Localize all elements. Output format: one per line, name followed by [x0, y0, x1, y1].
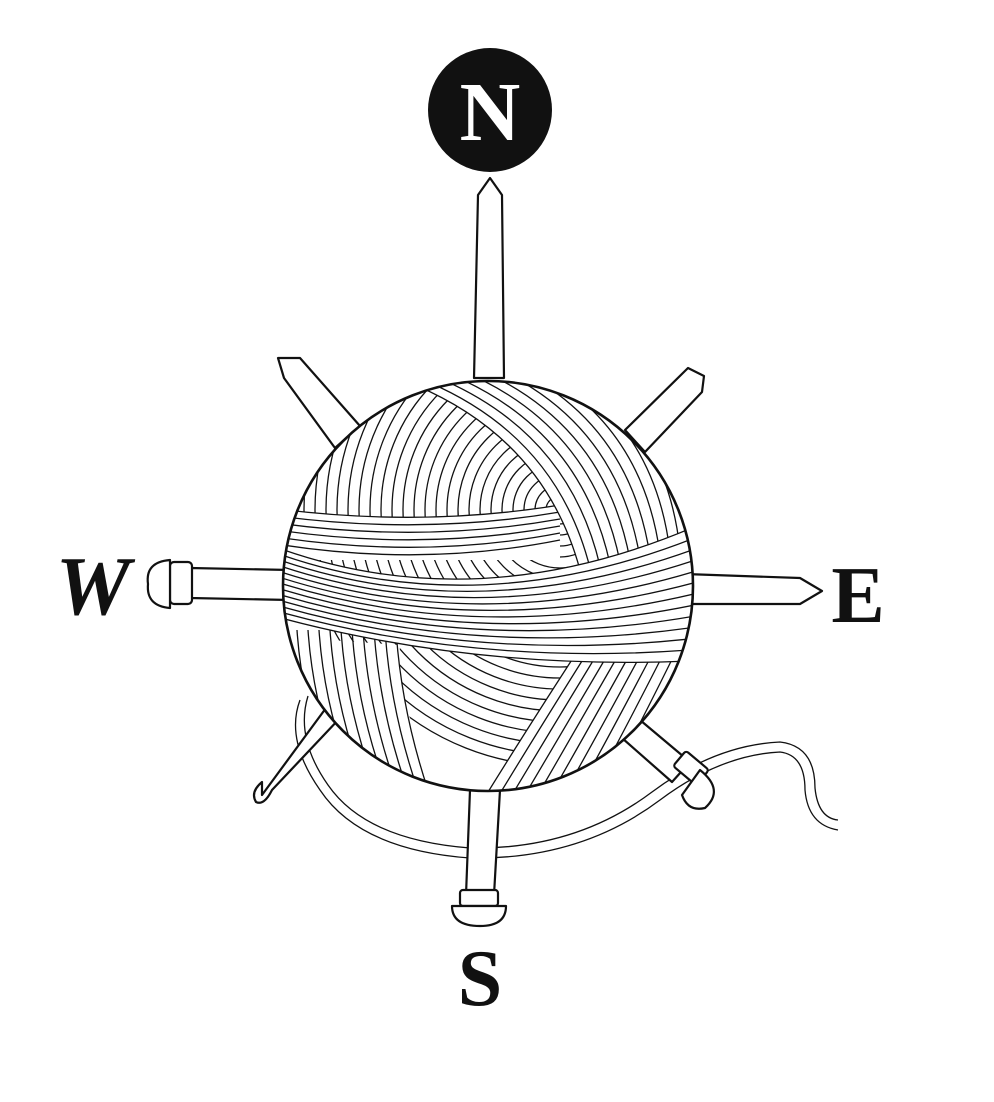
yarn-strand-line: [325, 381, 693, 745]
north-label: N: [460, 66, 521, 159]
yarn-strand-line: [283, 511, 561, 526]
crochet-hook-southwest: [252, 706, 342, 804]
yarn-strand-line: [380, 381, 693, 690]
yarn-strand-line: [283, 554, 693, 599]
yarn-strand-line: [518, 381, 661, 555]
yarn-strand-line: [505, 381, 651, 557]
yarn-strand-line: [283, 602, 693, 647]
yarn-strand-line: [440, 381, 601, 567]
yarn-strand-line: [303, 381, 693, 767]
yarn-strand-line: [283, 518, 561, 533]
needle-east: [683, 572, 824, 606]
yarn-strand-line: [283, 608, 693, 655]
yarn-strand-line: [369, 381, 693, 701]
yarn-strand-line: [283, 596, 693, 639]
yarn-strand-line: [336, 381, 693, 734]
yarn-strand-line: [283, 566, 693, 605]
yarn-strand: [294, 695, 839, 859]
yarn-strand-line: [283, 585, 693, 625]
needle-south: [450, 788, 508, 928]
needle-northeast: [623, 366, 706, 454]
needle-west: [146, 558, 292, 610]
yarn-strand-line: [283, 591, 693, 632]
yarn-strand-line: [466, 381, 621, 563]
needle-northwest: [276, 356, 362, 450]
west-label: W: [56, 540, 136, 633]
yarn-strand-line: [358, 381, 693, 712]
yarn-strand-line: [283, 542, 693, 592]
yarn-strand-line: [347, 381, 693, 723]
yarn-strand-line: [492, 652, 588, 791]
yarn-strand-line: [479, 381, 631, 561]
yarn-strand-line: [283, 532, 561, 548]
yarn-strand-line: [314, 381, 693, 756]
south-label: S: [458, 935, 503, 1023]
north-marker: N: [428, 48, 552, 172]
needle-north: [472, 176, 506, 380]
yarn-strand-line: [283, 579, 693, 618]
yarn-strand-line: [427, 381, 591, 569]
yarn-ball: [281, 379, 695, 793]
yarn-strand-line: [283, 531, 693, 586]
yarn-strand-line: [283, 525, 561, 541]
yarn-strand-line: [283, 539, 561, 556]
yarn-strand-line: [283, 573, 693, 611]
needle-southeast: [620, 718, 715, 810]
east-label: E: [831, 552, 884, 640]
yarn-strand-line: [453, 381, 611, 565]
